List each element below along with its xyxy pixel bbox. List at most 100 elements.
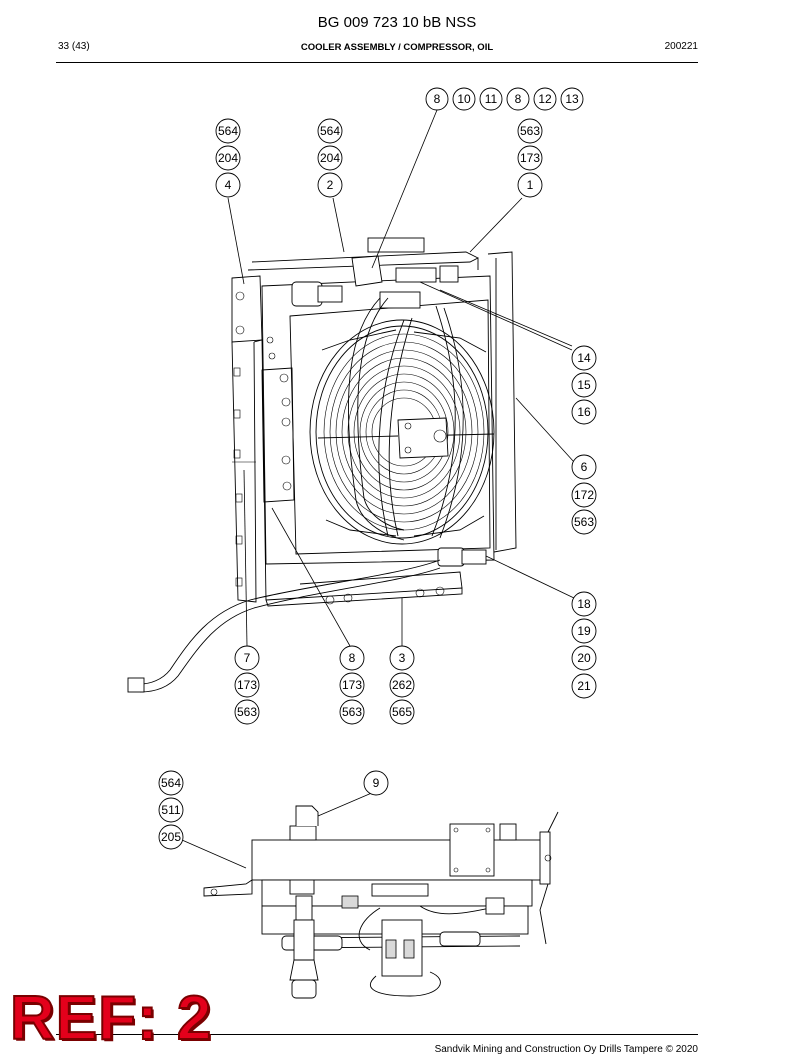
callout-bubble: 565 (389, 699, 415, 725)
callout-number: 172 (574, 488, 594, 502)
callout-bubble: 564 (317, 118, 343, 144)
callout-number: 6 (581, 460, 588, 474)
callout-number: 3 (399, 651, 406, 665)
callout-bubble: 262 (389, 672, 415, 698)
footer-copyright: Sandvik Mining and Construction Oy Drill… (434, 1044, 698, 1055)
callout-bubble: 563 (234, 699, 260, 725)
callout-group-top-row: 8 10 11 8 12 13 (425, 87, 584, 111)
callout-number: 4 (225, 178, 232, 192)
callout-number: 173 (342, 678, 362, 692)
callout-number: 262 (392, 678, 412, 692)
callout-bubble: 173 (234, 672, 260, 698)
callout-bubble: 16 (571, 399, 597, 425)
callout-number: 564 (161, 776, 181, 790)
ref-stamp: REF: 2 (9, 984, 213, 1053)
callout-number: 9 (373, 776, 380, 790)
callout-number: 13 (565, 92, 579, 106)
callout-number: 563 (342, 705, 362, 719)
callout-number: 8 (515, 92, 522, 106)
callout-number: 173 (520, 151, 540, 165)
callout-number: 15 (577, 378, 591, 392)
leader-lines-lower (181, 791, 375, 869)
callout-group-18-19-20-21: 18 19 20 21 (571, 591, 597, 699)
callout-bubble: 21 (571, 673, 597, 699)
callout-number: 565 (392, 705, 412, 719)
callout-number: 19 (577, 624, 591, 638)
callout-bubble: 7 (234, 645, 260, 671)
callout-bubble: 19 (571, 618, 597, 644)
cooler-assembly-front-view (127, 237, 517, 693)
callout-number: 563 (520, 124, 540, 138)
callout-number: 204 (218, 151, 238, 165)
callout-number: 1 (527, 178, 534, 192)
callout-bubble: 6 (571, 454, 597, 480)
callout-number: 10 (457, 92, 471, 106)
document-date: 200221 (664, 41, 698, 52)
callout-bubble: 14 (571, 345, 597, 371)
callout-bubble: 563 (339, 699, 365, 725)
callout-bubble: 8 (506, 87, 530, 111)
callout-bubble: 13 (560, 87, 584, 111)
callout-bubble: 15 (571, 372, 597, 398)
callout-bubble: 3 (389, 645, 415, 671)
callout-bubble: 9 (363, 770, 389, 796)
callout-bubble: 511 (158, 797, 184, 823)
callout-number: 8 (434, 92, 441, 106)
callout-bubble: 1 (517, 172, 543, 198)
callout-number: 563 (237, 705, 257, 719)
callout-group-564-511-205: 564 511 205 (158, 770, 184, 850)
callout-number: 2 (327, 178, 334, 192)
callout-number: 11 (485, 92, 498, 106)
callout-bubble: 172 (571, 482, 597, 508)
page-number: 33 (43) (58, 41, 90, 52)
callout-bubble: 564 (158, 770, 184, 796)
callout-number: 20 (577, 651, 591, 665)
callout-bubble: 8 (339, 645, 365, 671)
callout-bubble: 563 (571, 509, 597, 535)
callout-number: 7 (244, 651, 251, 665)
callout-bubble: 2 (317, 172, 343, 198)
callout-bubble: 18 (571, 591, 597, 617)
callout-bubble: 173 (339, 672, 365, 698)
callout-number: 205 (161, 830, 181, 844)
callout-number: 16 (577, 405, 591, 419)
callout-bubble: 205 (158, 824, 184, 850)
callout-number: 564 (320, 124, 340, 138)
callout-bubble: 8 (425, 87, 449, 111)
leader-lines-upper (227, 109, 575, 647)
callout-group-9: 9 (363, 770, 389, 796)
callout-group-563-173-1: 563 173 1 (517, 118, 543, 198)
callout-number: 564 (218, 124, 238, 138)
callout-number: 8 (349, 651, 356, 665)
callout-number: 173 (237, 678, 257, 692)
callout-number: 511 (161, 803, 180, 817)
callout-bubble: 4 (215, 172, 241, 198)
callout-group-3-262-565: 3 262 565 (389, 645, 415, 725)
callout-group-14-15-16: 14 15 16 (571, 345, 597, 425)
cooler-assembly-top-view (203, 805, 559, 999)
callout-bubble: 173 (517, 145, 543, 171)
callout-bubble: 20 (571, 645, 597, 671)
footer-divider (56, 1034, 698, 1035)
callout-bubble: 204 (317, 145, 343, 171)
callout-bubble: 563 (517, 118, 543, 144)
callout-number: 18 (577, 597, 591, 611)
callout-number: 14 (577, 351, 591, 365)
section-title: COOLER ASSEMBLY / COMPRESSOR, OIL (300, 42, 494, 53)
callout-number: 21 (577, 679, 591, 693)
callout-group-8-173-563: 8 173 563 (339, 645, 365, 725)
callout-group-7-173-563: 7 173 563 (234, 645, 260, 725)
callout-bubble: 204 (215, 145, 241, 171)
document-title: BG 009 723 10 bB NSS (317, 14, 477, 31)
callout-group-6-172-563: 6 172 563 (571, 454, 597, 535)
callout-number: 204 (320, 151, 340, 165)
callout-number: 563 (574, 515, 594, 529)
callout-group-564-204-2: 564 204 2 (317, 118, 343, 198)
callout-number: 12 (538, 92, 552, 106)
callout-group-564-204-4: 564 204 4 (215, 118, 241, 198)
callout-bubble: 12 (533, 87, 557, 111)
callout-bubble: 10 (452, 87, 476, 111)
callout-bubble: 11 (479, 87, 503, 111)
callout-bubble: 564 (215, 118, 241, 144)
